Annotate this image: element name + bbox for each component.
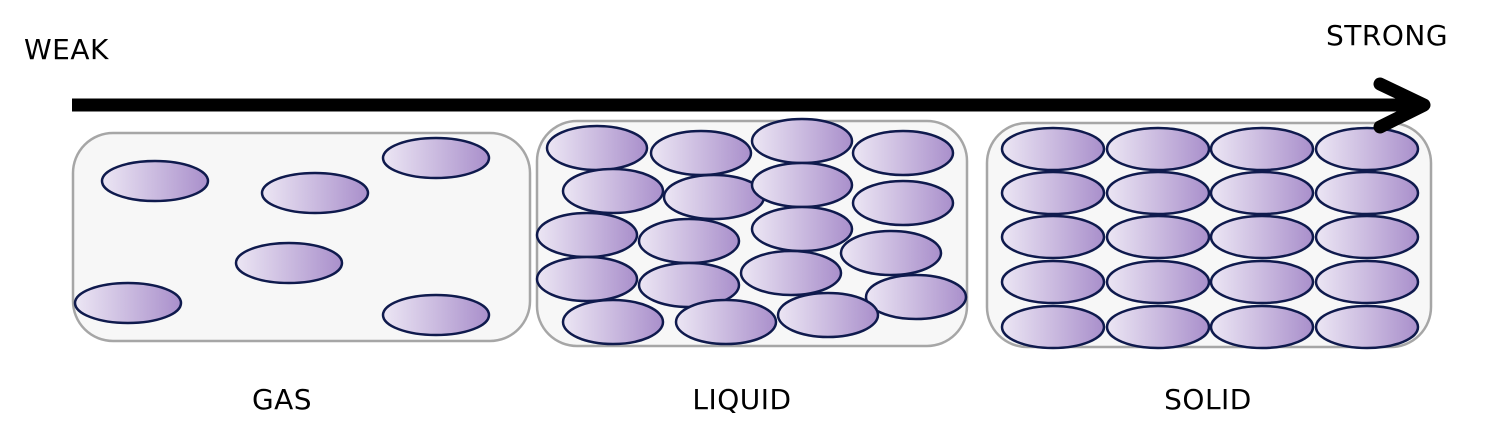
liquid-particle [535,255,639,303]
liquid-particle [739,249,843,297]
gas-particle [234,241,344,285]
solid-particles [1000,126,1420,350]
solid-particle [1000,170,1106,216]
liquid-particle [750,205,854,253]
liquid-particle [851,129,955,177]
liquid-particle [776,291,880,339]
solid-particle [1209,126,1315,172]
liquid-particle [750,117,854,165]
liquid-particle [545,124,649,172]
solid-particle [1000,126,1106,172]
strength-arrow [72,77,1431,134]
gas-particle [260,171,370,215]
liquid-particle [750,161,854,209]
liquid-particle [864,273,968,321]
solid-particle [1314,214,1420,260]
solid-particle [1209,304,1315,350]
liquid-particle [839,229,943,277]
solid-particle [1209,170,1315,216]
gas-particles [73,136,491,337]
particles [73,117,1420,350]
liquid-particle [662,173,766,221]
liquid-particle [637,217,741,265]
solid-particle [1314,170,1420,216]
liquid-particle [649,129,753,177]
strong-label: STRONG [1326,19,1449,52]
solid-particle [1105,304,1211,350]
gas-particle [381,293,491,337]
solid-particle [1000,304,1106,350]
gas-label: GAS [251,383,313,416]
gas-particle [73,281,183,325]
solid-particle [1105,170,1211,216]
solid-label: SOLID [1164,383,1252,416]
liquid-particle [561,167,665,215]
solid-particle [1209,259,1315,305]
solid-particle [1314,259,1420,305]
weak-label: WEAK [24,33,109,66]
arrow-head-icon [1373,77,1431,134]
liquid-particle [851,179,955,227]
solid-particle [1209,214,1315,260]
solid-particle [1314,304,1420,350]
liquid-particle [674,298,778,346]
liquid-particle [535,211,639,259]
gas-particle [381,136,491,180]
solid-particle [1105,126,1211,172]
solid-particle [1314,126,1420,172]
solid-particle [1105,259,1211,305]
solid-particle [1105,214,1211,260]
liquid-particles [535,117,968,346]
solid-particle [1000,214,1106,260]
liquid-particle [561,298,665,346]
solid-particle [1000,259,1106,305]
gas-particle [100,159,210,203]
liquid-label: LIQUID [692,383,792,416]
